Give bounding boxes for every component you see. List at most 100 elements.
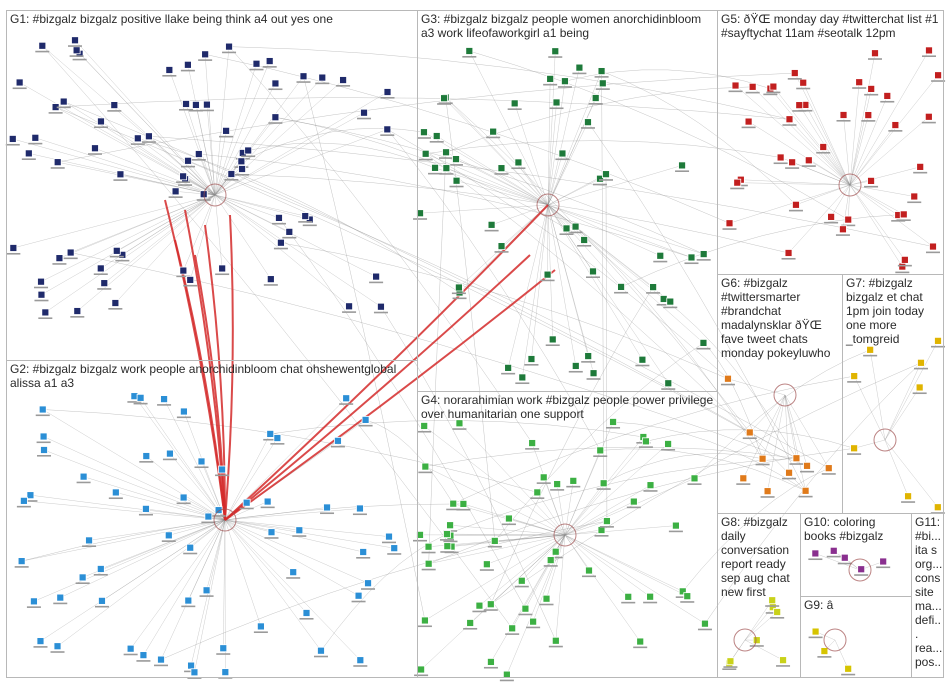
node-caption-g3: [484, 229, 499, 232]
node-caption-g3: [449, 164, 464, 166]
node-caption-g2: [36, 441, 51, 444]
node-g2: [364, 579, 372, 588]
node-caption-g1: [219, 135, 234, 138]
node-g5: [871, 49, 879, 58]
node-caption-g4: [446, 508, 461, 511]
node-g1: [110, 101, 119, 109]
node-caption-g1: [162, 74, 177, 77]
node-g2: [323, 503, 331, 512]
node-g3: [527, 355, 536, 363]
node-caption-g1: [5, 143, 20, 146]
group-label-g1: G1: #bizgalz bizgalz positive llake bein…: [10, 12, 333, 26]
node-g4: [678, 587, 687, 596]
node-g1: [301, 212, 310, 220]
node-g4: [624, 592, 633, 601]
node-g1: [186, 275, 195, 284]
node-caption-g1: [235, 173, 250, 176]
node-g3: [617, 283, 625, 291]
node-caption-g3: [429, 141, 444, 143]
node-caption-g10: [808, 558, 823, 561]
node-caption-g1: [369, 281, 384, 284]
node-caption-g2: [16, 505, 31, 508]
node-g3: [432, 132, 441, 140]
node-caption-g1: [215, 273, 230, 276]
hub-selfloop-g6: [773, 383, 797, 407]
node-caption-g5: [907, 201, 922, 204]
node-g4: [671, 521, 680, 530]
node-caption-g3: [418, 158, 433, 161]
node-g2: [126, 644, 135, 653]
node-caption-g2: [330, 445, 345, 448]
node-g3: [584, 118, 592, 127]
node-caption-g1: [6, 252, 21, 255]
node-caption-g1: [21, 158, 36, 160]
node-g1: [271, 113, 280, 122]
node-g3: [487, 220, 496, 229]
node-g4: [459, 500, 468, 508]
node-g5: [769, 82, 778, 91]
node-caption-g1: [224, 178, 239, 181]
node-g3: [580, 236, 589, 244]
node-g1: [360, 108, 368, 117]
node-g3: [497, 164, 506, 173]
node-g8: [779, 656, 787, 665]
node-caption-g4: [566, 485, 581, 488]
node-caption-g2: [127, 401, 142, 403]
node-g1: [38, 41, 47, 50]
node-g2: [26, 491, 35, 500]
node-g3: [561, 77, 569, 86]
node-g3: [552, 98, 561, 107]
node-caption-g4: [483, 666, 498, 669]
node-g1: [66, 248, 75, 257]
node-g2: [190, 668, 199, 677]
node-caption-g1: [69, 55, 84, 57]
node-g3: [598, 79, 607, 88]
node-g2: [85, 536, 93, 545]
node-caption-g2: [187, 677, 202, 679]
node-g2: [356, 504, 364, 513]
node-g2: [96, 565, 105, 573]
node-g5: [929, 242, 937, 251]
node-g3: [678, 161, 686, 170]
node-caption-g5: [925, 251, 940, 254]
node-caption-g3: [494, 251, 509, 253]
node-g1: [96, 264, 105, 273]
node-g2: [19, 496, 28, 505]
node-g1: [112, 246, 121, 255]
node-caption-g5: [864, 93, 879, 96]
node-g6: [763, 487, 772, 496]
node-caption-g3: [598, 179, 613, 181]
node-g1: [275, 213, 283, 222]
node-g1: [145, 132, 153, 141]
node-g2: [256, 622, 265, 631]
node-g3: [584, 352, 593, 360]
node-g1: [100, 279, 109, 288]
node-g4: [482, 560, 491, 569]
node-g2: [263, 497, 272, 506]
node-caption-g10: [826, 555, 841, 558]
node-caption-g2: [53, 602, 68, 605]
node-caption-g2: [176, 416, 191, 419]
node-caption-g5: [785, 167, 800, 169]
node-g6: [801, 486, 810, 495]
node-caption-g5: [913, 171, 928, 174]
node-caption-g3: [656, 303, 671, 306]
node-caption-g1: [34, 299, 49, 302]
node-caption-g1: [298, 221, 313, 223]
node-g1: [238, 165, 246, 173]
node-caption-g6: [800, 470, 815, 473]
node-caption-g1: [199, 109, 214, 112]
node-g4: [599, 479, 608, 488]
node-g2: [361, 415, 370, 424]
node-caption-g5: [730, 187, 745, 190]
node-caption-g2: [37, 454, 52, 457]
node-caption-g2: [82, 545, 97, 547]
node-caption-g5: [773, 162, 788, 165]
node-g4: [533, 488, 542, 497]
node-g1: [285, 227, 294, 236]
node-g1: [24, 149, 33, 158]
node-caption-g1: [273, 247, 288, 250]
group-label-g8: G8: #bizgalz daily conversation report r…: [721, 515, 794, 599]
node-caption-g2: [286, 577, 301, 579]
